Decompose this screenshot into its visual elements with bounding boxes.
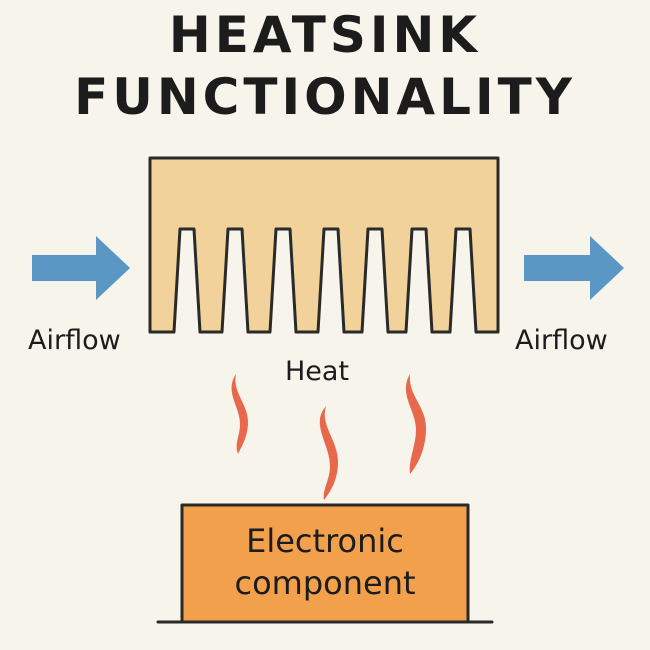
airflow-label-right: Airflow bbox=[515, 325, 608, 356]
heat-wave-icon bbox=[405, 374, 426, 474]
heat-label: Heat bbox=[285, 356, 350, 387]
electronic-component bbox=[180, 503, 470, 624]
component-label-line-2: component bbox=[234, 564, 416, 602]
component-label: Electronic component bbox=[182, 520, 468, 604]
title-line-1: HEATSINK bbox=[168, 6, 482, 64]
heat-wave-icon bbox=[319, 406, 338, 500]
airflow-arrow-icon bbox=[32, 236, 130, 300]
title-line-2: FUNCTIONALITY bbox=[74, 68, 576, 126]
component-label-line-1: Electronic bbox=[246, 522, 404, 560]
airflow-label-left: Airflow bbox=[28, 325, 121, 356]
airflow-arrow-icon bbox=[524, 236, 624, 300]
heat-wave-icon bbox=[231, 374, 248, 454]
heatsink bbox=[148, 156, 500, 334]
